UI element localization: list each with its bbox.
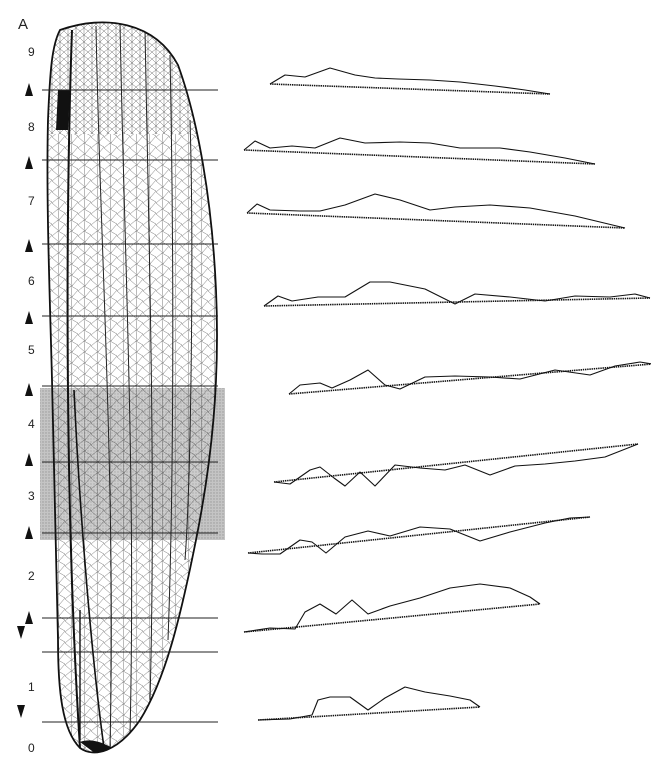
- cross-section-profile: [244, 584, 540, 632]
- profile-outline: [270, 68, 550, 94]
- profile-chord: [270, 84, 550, 94]
- profile-list: [244, 68, 651, 720]
- profile-outline: [258, 687, 480, 720]
- section-arrows: [17, 83, 33, 718]
- profile-chord: [264, 298, 650, 306]
- section-number-list: 9 8 7 6 5 4 3 2 1 0: [28, 45, 35, 755]
- profile-chord: [289, 364, 651, 394]
- profile-outline: [244, 138, 595, 164]
- cross-section-profile: [248, 517, 590, 554]
- profile-chord: [248, 517, 590, 553]
- section-number: 4: [28, 417, 35, 431]
- arrow-up-icon: [25, 526, 33, 539]
- arrow-up-icon: [25, 239, 33, 252]
- profile-outline: [247, 194, 625, 228]
- section-number: 0: [28, 741, 35, 755]
- cross-section-profile: [258, 687, 480, 720]
- arrow-up-icon: [25, 83, 33, 96]
- cross-section-profile: [274, 444, 638, 486]
- wing-drawing: [40, 14, 230, 773]
- section-number: 8: [28, 120, 35, 134]
- section-number: 1: [28, 680, 35, 694]
- cross-section-profile: [264, 282, 650, 306]
- section-number: 9: [28, 45, 35, 59]
- cross-section-profile: [244, 138, 595, 164]
- section-number: 3: [28, 489, 35, 503]
- profile-outline: [244, 584, 540, 632]
- profile-outline: [289, 362, 651, 394]
- arrow-up-icon: [25, 453, 33, 466]
- profile-chord: [274, 444, 638, 482]
- arrow-up-icon: [25, 156, 33, 169]
- cross-section-profile: [247, 194, 625, 228]
- arrow-down-icon: [17, 626, 25, 639]
- arrow-down-icon: [17, 705, 25, 718]
- cross-section-profile: [270, 68, 550, 94]
- profile-chord: [244, 604, 540, 632]
- section-number: 6: [28, 274, 35, 288]
- arrow-up-icon: [25, 383, 33, 396]
- cross-section-profile: [289, 362, 651, 394]
- profile-chord: [244, 150, 595, 164]
- arrow-up-icon: [25, 611, 33, 624]
- section-number: 2: [28, 569, 35, 583]
- profile-outline: [264, 282, 650, 306]
- section-number: 7: [28, 194, 35, 208]
- panel-label: A: [18, 16, 28, 33]
- arrow-up-icon: [25, 311, 33, 324]
- section-number: 5: [28, 343, 35, 357]
